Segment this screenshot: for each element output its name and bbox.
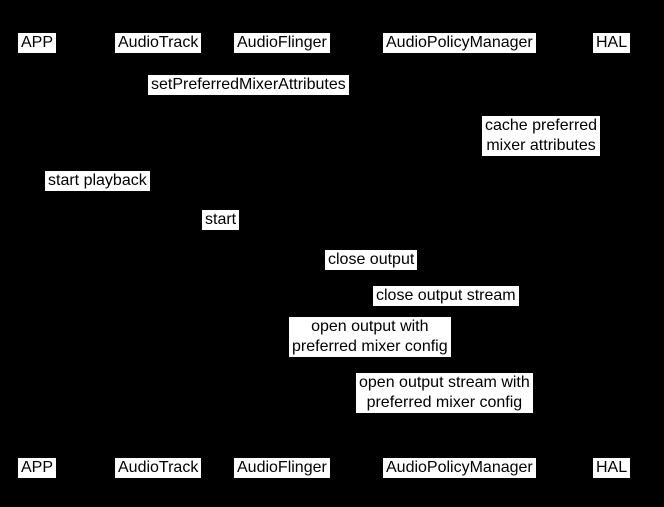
- message-set-preferred-mixer-attributes: setPreferredMixerAttributes: [148, 75, 349, 95]
- participant-hal-top: HAL: [593, 33, 631, 53]
- message-cache-preferred-mixer-attributes: cache preferred mixer attributes: [482, 116, 601, 156]
- message-start: start: [202, 210, 240, 230]
- participant-audiotrack-bottom: AudioTrack: [115, 458, 202, 478]
- message-close-output-stream: close output stream: [373, 286, 519, 306]
- participant-audiopolicymanager-bottom: AudioPolicyManager: [383, 458, 536, 478]
- message-open-output-stream-with-preferred-mixer-config: open output stream with preferred mixer …: [356, 373, 533, 413]
- participant-app-bottom: APP: [18, 458, 57, 478]
- message-start-playback: start playback: [45, 171, 150, 191]
- participant-audiotrack-top: AudioTrack: [115, 33, 202, 53]
- participant-audiopolicymanager-top: AudioPolicyManager: [383, 33, 536, 53]
- participant-audioflinger-top: AudioFlinger: [234, 33, 330, 53]
- participant-hal-bottom: HAL: [593, 458, 631, 478]
- participant-audioflinger-bottom: AudioFlinger: [234, 458, 330, 478]
- participant-app-top: APP: [18, 33, 57, 53]
- message-open-output-with-preferred-mixer-config: open output with preferred mixer config: [289, 317, 451, 357]
- message-close-output: close output: [325, 250, 418, 270]
